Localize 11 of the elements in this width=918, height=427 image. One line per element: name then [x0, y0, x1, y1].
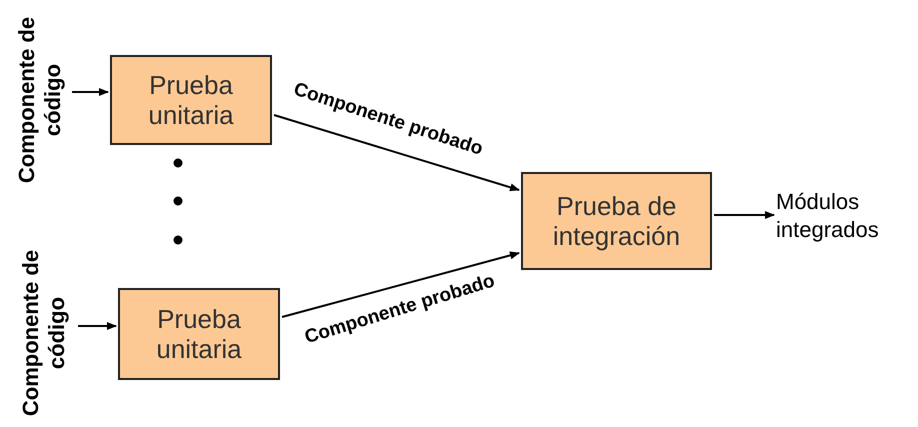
input-label: Componente de código	[12, 242, 76, 424]
arrow	[714, 211, 775, 219]
output-label: Módulos integrados	[776, 188, 916, 244]
arrow	[78, 322, 117, 330]
input-label: Componente de código	[10, 8, 70, 192]
process-box: Prueba de integración	[521, 172, 712, 270]
arrow	[72, 88, 109, 96]
arrow	[282, 251, 520, 318]
arrow	[274, 114, 520, 192]
process-box: Prueba unitaria	[110, 55, 272, 145]
process-box: Prueba unitaria	[118, 288, 280, 380]
